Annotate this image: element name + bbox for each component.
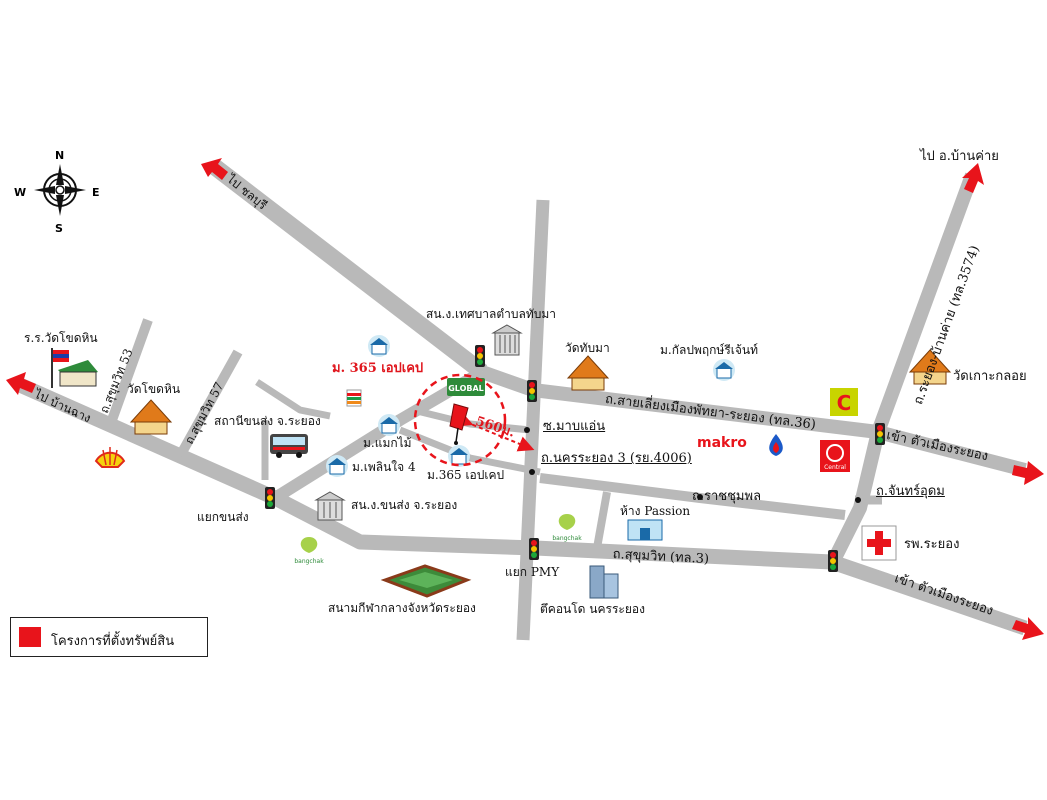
big-c-icon: C [830,388,858,416]
makro-logo: makro [697,435,747,451]
svg-text:C: C [837,391,852,415]
direction-arrows [6,158,1044,640]
traffic-light-icon [265,487,275,509]
bangchak-icon: bangchak [294,537,324,565]
road-nakhon-rayong-3 [398,426,541,476]
global-house-label: GLOBAL [448,384,484,393]
road-rayong-bankai [826,172,979,566]
village-icons [326,335,735,477]
road-label-bankai: ไป อ.บ้านค่าย [920,149,999,164]
road-sukhumvit-53 [107,318,153,422]
bangchak-label: bangchak [294,558,324,565]
arrow-bankai-icon [962,163,984,193]
temple-icon [566,355,610,391]
junction-dot [524,427,530,433]
bangchak-label: bangchak [552,535,582,542]
village-icon [326,455,348,477]
mall-icon [627,519,663,541]
place-label-wat-ko-loi: วัดเกาะกลอย [953,369,1027,384]
seven-eleven-icon [346,389,362,407]
road-to-chonburi [209,160,488,379]
central-label: Central [824,464,846,471]
traffic-light-icon [475,345,485,367]
traffic-lights [265,345,885,572]
junction-dot [529,469,535,475]
arrow-city-east-icon [1012,461,1044,485]
temple-icon [129,399,173,435]
place-label-stadium: สนามกีฬากลางจังหวัดระยอง [328,601,476,615]
junction-dot [855,497,861,503]
compass-west-label: W [14,186,27,199]
distance-arrow [455,411,535,452]
place-label-yaek-pmy: แยก PMY [505,565,560,579]
place-label-hospital: รพ.ระยอง [904,537,960,552]
map-legend: โครงการที่ตั้งทรัพย์สิน [10,617,208,657]
place-label-m365-a: ม. 365 เอปเคป [332,361,424,376]
place-label-mae-mai: ม.แมกไม้ [363,436,412,450]
place-label-yaek-khonsong: แยกขนส่ง [197,510,249,524]
road-sai-liang [479,365,1027,477]
compass-south-label: S [55,222,63,235]
place-label-transport-office: สน.ง.ขนส่ง จ.ระยอง [351,498,458,512]
village-icon [378,414,400,436]
arrow-ban-chang-icon [6,372,36,395]
road-to-passion [593,491,611,549]
junction-dot [697,494,703,500]
bangchak-icon: bangchak [552,514,582,542]
arrow-city-southeast-icon [1012,617,1044,640]
road-label-chanudom: ถ.จันทร์อุดม [876,484,945,499]
central-icon: Central [820,440,850,472]
road-ban-chang-sukhumvit [16,378,1028,636]
compass-north-label: N [55,149,65,162]
legend-label: โครงการที่ตั้งทรัพย์สิน [51,634,175,649]
place-label-school: ร.ร.วัดโขดหิน [24,331,98,345]
village-icon [368,335,390,357]
global-house-icon: GLOBAL [447,378,485,396]
hospital-icon [861,525,897,561]
compass-icon [34,164,86,216]
road-label-nakhon-rayong-3: ถ.นครระยอง 3 (รย.4006) [541,451,692,466]
traffic-light-icon [529,538,539,560]
temple-icon [908,349,952,385]
road-bus-station [255,379,331,420]
compass-east-label: E [92,186,100,199]
place-label-m365-b: ม.365 เอปเคป [427,468,505,482]
place-label-kanlapaphruek: ม.กัลปพฤกษ์รีเจ้นท์ [660,343,759,357]
place-label-condo: ตึคอนโด นครระยอง [540,602,645,616]
school-icon [51,348,98,388]
village-icon [713,359,735,381]
road-label-soi-maptaphut: ซ.มาบแอ่น [543,419,606,434]
ptt-icon [769,434,783,456]
road-network [16,160,1028,641]
property-marker-icon [449,403,469,445]
government-building-icon [491,324,523,356]
condo-icon [589,565,619,599]
traffic-light-icon [828,550,838,572]
shell-icon [94,447,126,468]
place-label-passion: ห้าง Passion [620,504,691,518]
government-building-icon [314,491,346,521]
place-label-wat-thapma: วัดทับมา [565,341,610,355]
arrow-chonburi-icon [201,158,228,180]
place-label-tessaban: สน.ง.เทศบาลตำบลทับมา [426,307,557,321]
bus-icon [270,434,308,458]
stadium-icon [380,564,472,598]
road-label-ratchaphon: ถ.ราชชุมพล [692,489,762,504]
traffic-light-icon [527,380,537,402]
road-sukhumvit-57 [175,349,243,459]
traffic-light-icon [875,423,885,445]
place-label-bus-station: สถานีขนส่ง จ.ระยอง [214,414,321,428]
place-label-ploen-chai: ม.เพลินใจ 4 [352,460,416,474]
legend-swatch [19,627,41,647]
place-label-wat-khot-hin: วัดโขดหิน [127,382,181,396]
